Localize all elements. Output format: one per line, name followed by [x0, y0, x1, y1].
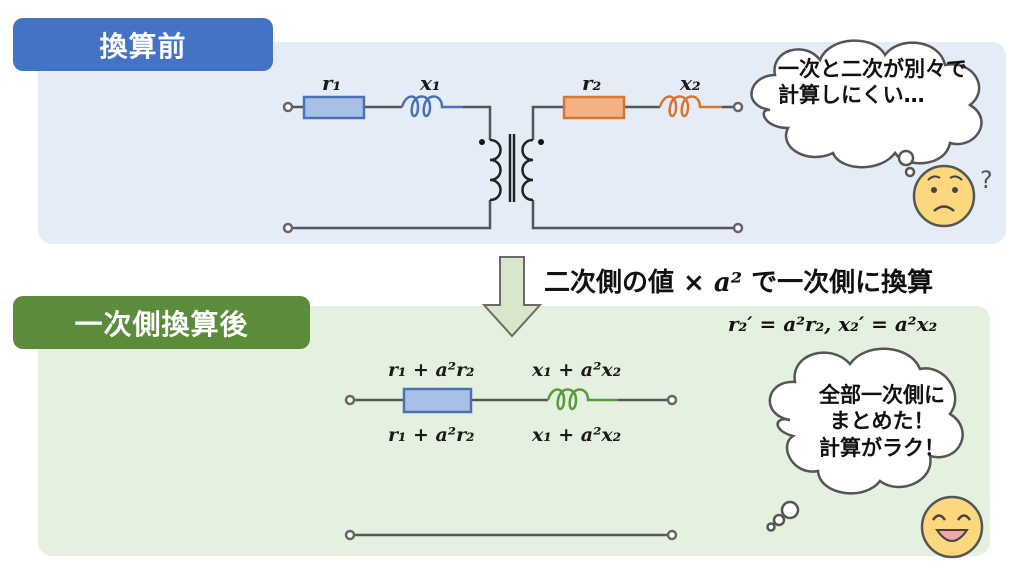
cloud-shape — [750, 39, 983, 169]
bubble-dot — [904, 166, 916, 178]
cloud-shape — [768, 347, 964, 495]
worried-face-icon — [912, 164, 976, 228]
inductor-x1 — [400, 95, 463, 118]
inductor-combined — [546, 388, 618, 411]
polarity-dot — [479, 139, 485, 145]
wire — [531, 105, 564, 140]
caption-prefix: 二次側の値 × — [544, 268, 714, 298]
terminal — [344, 529, 356, 541]
thought-bubble-before — [750, 39, 983, 178]
before-section-title: 換算前 — [13, 18, 273, 71]
conversion-caption: 二次側の値 × a² で一次側に換算 — [544, 262, 933, 299]
caption-suffix: で一次側に換算 — [742, 268, 934, 298]
wire — [463, 105, 492, 140]
before-terminals — [282, 101, 744, 234]
wire — [292, 200, 492, 230]
bubble-dot — [780, 500, 800, 520]
bubble-line: 全部一次側に — [819, 383, 945, 407]
resistor-r2 — [562, 95, 626, 120]
terminal — [344, 394, 356, 406]
conversion-formula: r₂′ = a²r₂, x₂′ = a²x₂ — [728, 312, 938, 336]
label-r-bottom: r₁ + a²r₂ — [388, 424, 474, 446]
label-r-top: r₁ + a²r₂ — [388, 359, 474, 381]
label-x2: x₂ — [679, 71, 701, 95]
inductor-x2 — [658, 95, 722, 118]
thought-bubble-after — [766, 347, 964, 532]
bubble-before-text: 一次と二次が別々で 計算しにくい… — [778, 56, 1008, 109]
secondary-winding — [521, 138, 534, 202]
label-x1: x₁ — [419, 71, 441, 95]
resistor-r1 — [302, 95, 366, 120]
terminal — [666, 529, 678, 541]
bubble-dot — [772, 513, 786, 527]
terminal — [282, 222, 294, 234]
terminal — [732, 101, 744, 113]
polarity-dot — [538, 139, 544, 145]
bubble-line: 計算がラク！ — [819, 435, 945, 460]
label-x-bottom: x₁ + a²x₂ — [531, 424, 621, 446]
label-x-top: x₁ + a²x₂ — [531, 359, 621, 381]
question-mark-icon: ? — [980, 166, 993, 194]
terminal — [282, 101, 294, 113]
before-circuit — [292, 105, 734, 230]
caption-math: a² — [713, 268, 743, 298]
label-r2: r₂ — [582, 71, 602, 95]
bubble-dot — [897, 149, 915, 167]
after-circuit — [354, 398, 668, 537]
after-section-title: 一次側換算後 — [13, 296, 310, 349]
resistor-combined — [402, 387, 473, 414]
down-arrow-icon — [481, 256, 543, 338]
terminal — [732, 222, 744, 234]
after-terminals — [344, 394, 678, 541]
bubble-after-text: 全部一次側に まとめた！ 計算がラク！ — [792, 382, 972, 461]
smiling-face-icon — [920, 495, 984, 559]
bubble-line: 一次と二次が別々で — [778, 57, 967, 81]
bubble-line: 計算しにくい… — [778, 83, 925, 108]
primary-winding — [489, 138, 502, 202]
bubble-dot — [766, 522, 776, 532]
wire — [531, 200, 734, 230]
bubble-line: まとめた！ — [829, 409, 935, 434]
label-r1: r₁ — [322, 71, 341, 95]
terminal — [666, 394, 678, 406]
